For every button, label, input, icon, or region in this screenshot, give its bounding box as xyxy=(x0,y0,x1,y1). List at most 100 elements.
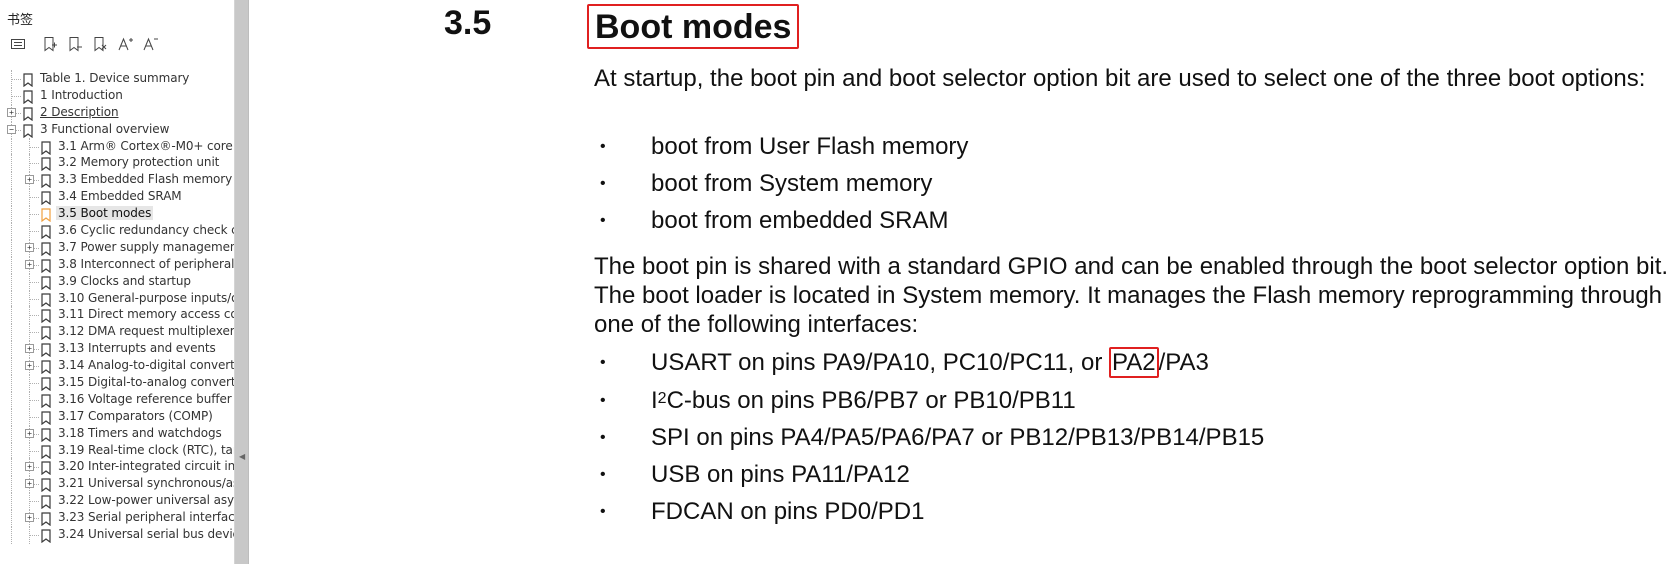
bookmark-label: 3.3 Embedded Flash memory xyxy=(58,172,233,187)
add-bookmark-icon[interactable] xyxy=(66,35,84,53)
bookmark-label: 3.8 Interconnect of peripherals xyxy=(58,256,235,271)
bookmark-item[interactable]: +3.14 Analog-to-digital converter xyxy=(0,357,234,376)
bookmark-item[interactable]: 3.10 General-purpose inputs/ou xyxy=(0,289,234,308)
bookmark-item[interactable]: +3.21 Universal synchronous/asyn xyxy=(0,475,235,494)
bookmark-icon xyxy=(40,292,52,307)
bookmarks-panel: 书签 Table 1. Device summary 1 Introduction… xyxy=(0,0,235,564)
expand-bookmark-icon[interactable] xyxy=(41,35,59,53)
expand-icon[interactable]: + xyxy=(25,513,34,523)
bookmark-item[interactable]: 3.2 Memory protection unit xyxy=(0,154,234,173)
section-title: Boot modes xyxy=(587,4,800,49)
bookmark-item[interactable]: 3.22 Low-power universal async xyxy=(0,492,234,511)
bookmark-item[interactable]: 3.4 Embedded SRAM xyxy=(0,188,234,207)
panel-splitter[interactable]: ◀ xyxy=(235,0,249,564)
tree-line xyxy=(11,255,12,274)
bookmark-label: 3.11 Direct memory access con xyxy=(58,307,235,322)
bookmark-icon xyxy=(40,308,52,324)
bookmark-item[interactable]: +3.23 Serial peripheral interface ( xyxy=(0,509,234,528)
bookmark-icon xyxy=(40,393,52,409)
bookmark-item[interactable]: 3.15 Digital-to-analog converter xyxy=(0,374,235,393)
bookmark-label: 1 Introduction xyxy=(40,87,123,102)
expand-icon[interactable]: + xyxy=(25,242,34,252)
tree-line xyxy=(11,323,12,342)
expand-icon[interactable]: + xyxy=(25,479,34,489)
bookmark-item[interactable]: +2 Description xyxy=(0,103,234,122)
bullet-icon: • xyxy=(600,392,606,409)
expand-icon[interactable]: + xyxy=(25,175,34,185)
bookmark-item[interactable]: 3.11 Direct memory access con xyxy=(0,306,235,325)
tree-line xyxy=(11,374,12,393)
bookmark-item[interactable]: 3.16 Voltage reference buffer ( xyxy=(0,390,235,409)
collapse-icon[interactable]: − xyxy=(7,124,16,134)
bookmark-icon xyxy=(40,427,52,442)
bookmark-label: Table 1. Device summary xyxy=(40,71,190,85)
bookmark-icon xyxy=(22,72,34,88)
bookmark-item[interactable]: +3.7 Power supply management xyxy=(0,238,235,257)
expand-icon[interactable]: + xyxy=(25,344,34,354)
bookmark-item[interactable]: 3.12 DMA request multiplexer ( xyxy=(0,323,234,342)
bookmark-icon xyxy=(40,444,52,459)
bookmark-icon xyxy=(40,275,52,290)
tree-line xyxy=(11,129,21,131)
bookmark-item[interactable]: 1 Introduction xyxy=(0,86,234,105)
bookmark-item[interactable]: +3.3 Embedded Flash memory xyxy=(0,171,234,190)
bookmark-label: 3.7 Power supply management xyxy=(58,239,235,254)
tree-line xyxy=(29,146,39,148)
bookmark-label: 3.21 Universal synchronous/asyn xyxy=(58,476,235,491)
expand-icon[interactable]: + xyxy=(25,361,34,371)
document-page: 3.5 Boot modes At startup, the boot pin … xyxy=(262,0,1674,564)
collapse-arrow-icon[interactable]: ◀ xyxy=(239,452,246,461)
bookmark-icon xyxy=(40,241,52,257)
bookmark-icon xyxy=(40,410,52,426)
intro-paragraph: At startup, the boot pin and boot select… xyxy=(594,65,1646,92)
bookmark-icon xyxy=(40,325,52,341)
tree-line xyxy=(29,518,39,520)
bookmark-icon xyxy=(40,494,52,510)
tree-line xyxy=(11,340,12,359)
bookmark-icon xyxy=(40,460,52,476)
tree-line xyxy=(11,475,12,494)
bookmark-label: 3.16 Voltage reference buffer ( xyxy=(58,391,235,406)
tree-line xyxy=(29,180,39,182)
bookmark-icon xyxy=(40,140,52,155)
bookmark-label: 3.19 Real-time clock (RTC), tam xyxy=(58,442,235,457)
bookmark-label: 3.4 Embedded SRAM xyxy=(58,189,182,204)
increase-font-icon[interactable] xyxy=(116,35,134,53)
tree-line xyxy=(29,264,39,266)
bookmark-item[interactable]: − 3 Functional overview xyxy=(0,120,234,139)
expand-icon[interactable]: + xyxy=(7,107,16,117)
bookmark-options-icon[interactable] xyxy=(9,35,27,53)
tree-line xyxy=(11,222,12,241)
bookmark-item[interactable]: +3.8 Interconnect of peripherals xyxy=(0,255,235,274)
bookmark-icon xyxy=(40,528,52,544)
bullet-icon: • xyxy=(600,354,606,371)
bookmark-item[interactable]: 3.17 Comparators (COMP) xyxy=(0,407,234,426)
bookmark-item[interactable]: 3.9 Clocks and startup xyxy=(0,272,234,291)
bookmark-icon xyxy=(40,477,52,493)
bookmark-label: 3.15 Digital-to-analog converter xyxy=(58,375,235,390)
tree-line xyxy=(29,247,39,249)
tree-line xyxy=(29,366,39,368)
tree-line xyxy=(29,197,39,199)
expand-icon[interactable]: + xyxy=(25,259,34,269)
bookmark-item[interactable]: 3.24 Universal serial bus devic xyxy=(0,526,235,545)
bookmark-label: 3 Functional overview xyxy=(40,121,170,136)
bookmark-item[interactable]: 3.5 Boot modes xyxy=(0,205,234,224)
bookmark-item[interactable]: +3.18 Timers and watchdogs xyxy=(0,424,234,443)
bookmark-item[interactable]: +3.13 Interrupts and events xyxy=(0,340,234,359)
tree-line xyxy=(11,238,12,257)
tree-line xyxy=(11,171,12,190)
bookmark-item[interactable]: +3.20 Inter-integrated circuit inte xyxy=(0,458,234,477)
bookmark-item[interactable]: Table 1. Device summary xyxy=(0,70,234,88)
expand-icon[interactable]: + xyxy=(25,462,34,472)
bookmark-item[interactable]: 3.1 Arm® Cortex®-M0+ core w xyxy=(0,137,234,156)
bookmark-item[interactable]: 3.6 Cyclic redundancy check cal xyxy=(0,222,234,241)
tree-line xyxy=(29,467,39,469)
expand-icon[interactable]: + xyxy=(25,428,34,438)
delete-bookmark-icon[interactable] xyxy=(91,35,109,53)
bookmark-label: 3.24 Universal serial bus devic xyxy=(58,527,235,542)
bookmark-item[interactable]: 3.19 Real-time clock (RTC), tam xyxy=(0,441,235,460)
bookmark-label: 3.13 Interrupts and events xyxy=(58,341,216,356)
decrease-font-icon[interactable] xyxy=(141,35,159,53)
panel-title: 书签 xyxy=(7,13,34,28)
